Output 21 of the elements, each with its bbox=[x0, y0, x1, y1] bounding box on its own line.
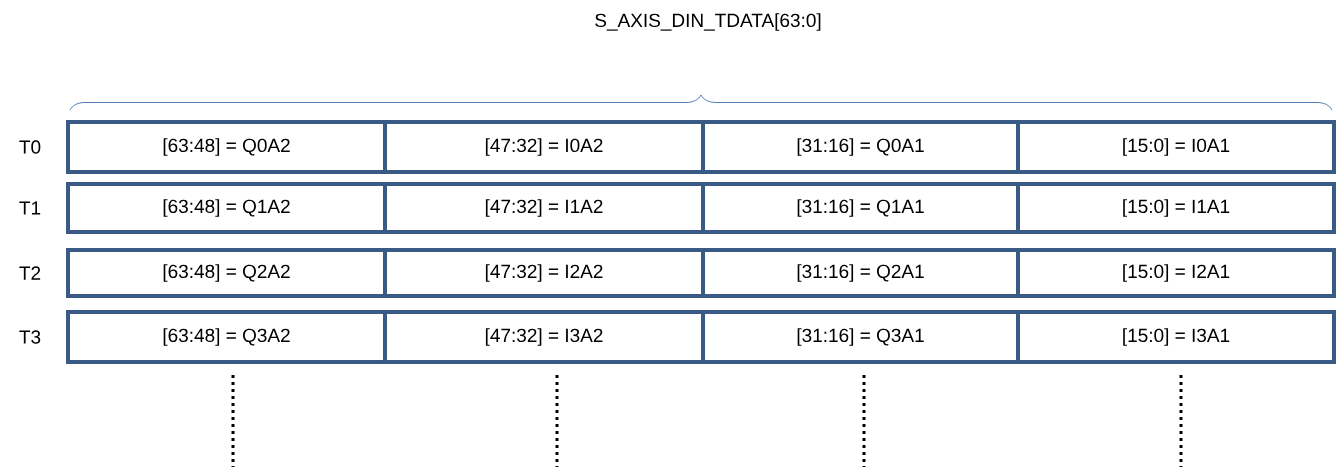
table-cell: [63:48] = Q0A2 bbox=[66, 120, 387, 174]
table-cell: [47:32] = I2A2 bbox=[383, 248, 705, 298]
table-cell: [15:0] = I2A1 bbox=[1016, 248, 1336, 298]
table-cell: [15:0] = I0A1 bbox=[1016, 120, 1336, 174]
row-label: T3 bbox=[19, 330, 41, 344]
table-cell: [63:48] = Q1A2 bbox=[66, 182, 387, 234]
table-cell: [47:32] = I1A2 bbox=[383, 182, 705, 234]
bus-title: S_AXIS_DIN_TDATA[63:0] bbox=[595, 13, 821, 31]
table-cell: [15:0] = I3A1 bbox=[1016, 310, 1336, 364]
table-cell: [47:32] = I3A2 bbox=[383, 310, 705, 364]
row-label: T0 bbox=[19, 140, 41, 154]
table-cell: [15:0] = I1A1 bbox=[1016, 182, 1336, 234]
row-label: T2 bbox=[19, 266, 41, 280]
table-cell: [47:32] = I0A2 bbox=[383, 120, 705, 174]
table-cell: [63:48] = Q2A2 bbox=[66, 248, 387, 298]
table-cell: [31:16] = Q0A1 bbox=[701, 120, 1020, 174]
table-cell: [31:16] = Q2A1 bbox=[701, 248, 1020, 298]
row-label: T1 bbox=[19, 201, 41, 215]
table-cell: [31:16] = Q1A1 bbox=[701, 182, 1020, 234]
table-cell: [63:48] = Q3A2 bbox=[66, 310, 387, 364]
table-cell: [31:16] = Q3A1 bbox=[701, 310, 1020, 364]
